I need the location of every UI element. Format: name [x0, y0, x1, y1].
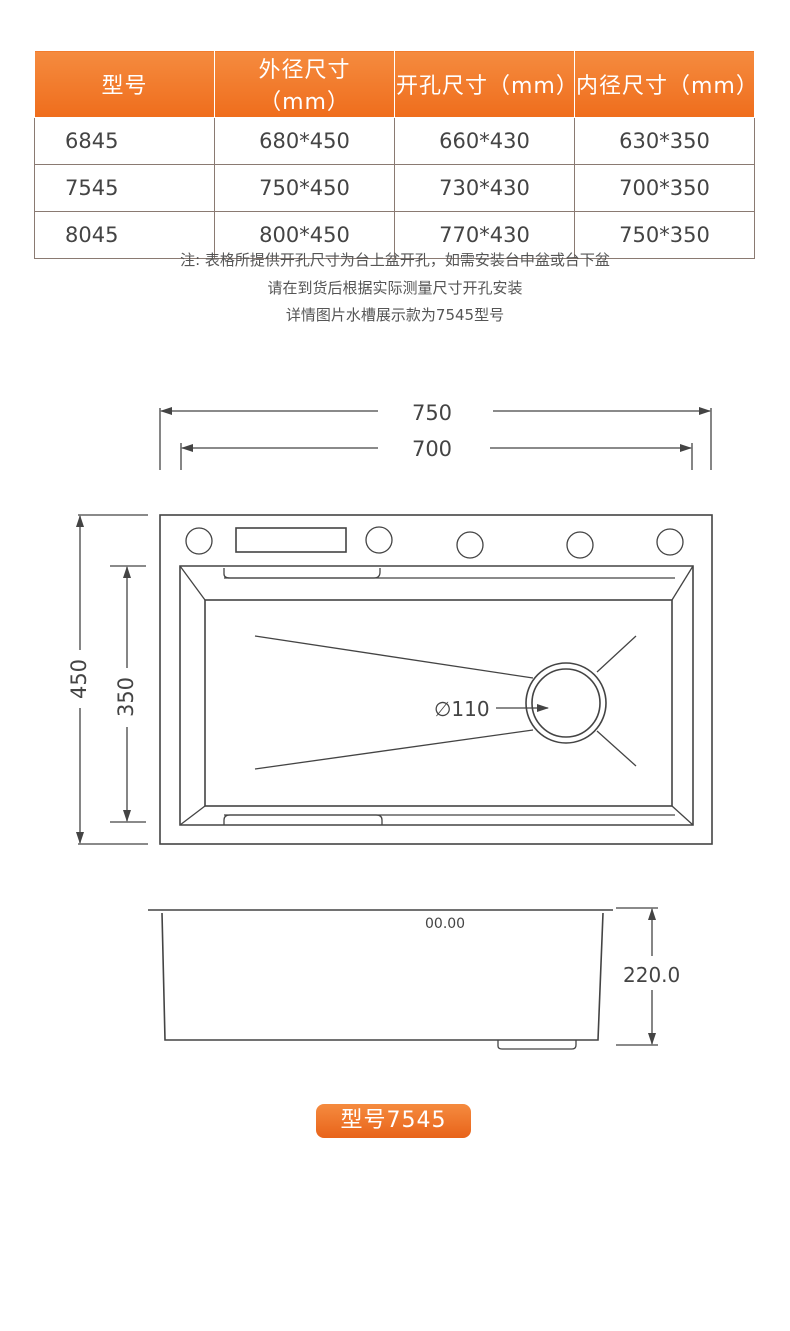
side-view-bowl: [161, 912, 604, 1041]
ledge-slot: [223, 814, 383, 825]
table-row: 6845 680*450 660*430 630*350: [34, 117, 755, 165]
slope-line: [254, 729, 534, 770]
cell-model: 8045: [34, 211, 215, 259]
cell-outer: 800*450: [214, 211, 395, 259]
faucet-hole: [456, 531, 484, 559]
cell-cutout: 730*430: [394, 164, 575, 212]
note-line-2: 请在到货后根据实际测量尺寸开孔安装: [267, 279, 523, 297]
table-row: 8045 800*450 770*430 750*350: [34, 211, 755, 259]
faucet-hole: [656, 528, 684, 556]
header-outer-size: 外径尺寸 （mm）: [214, 50, 395, 118]
bowl-floor: [204, 599, 673, 807]
bowl-rim: [179, 565, 694, 826]
side-mark-label: 00.00: [425, 916, 465, 932]
cell-outer: 750*450: [214, 164, 395, 212]
slope-line: [596, 730, 637, 767]
drain-outer-ring: [525, 662, 607, 744]
cell-cutout: 770*430: [394, 211, 575, 259]
outer-width-label: 750: [412, 401, 452, 425]
inner-depth-label: 350: [114, 677, 138, 717]
slope-line: [596, 635, 637, 673]
cell-inner: 700*350: [574, 164, 755, 212]
note-line-1: 注: 表格所提供开孔尺寸为台上盆开孔，如需安装台中盆或台下盆: [180, 251, 610, 269]
drain-inner-ring: [531, 668, 601, 738]
cell-inner: 750*350: [574, 211, 755, 259]
bowl-corner-line: [179, 565, 206, 601]
table-header-row: 型号 外径尺寸 （mm） 开孔尺寸（mm） 内径尺寸（mm）: [34, 50, 758, 118]
sink-outer-outline: [159, 514, 713, 845]
bowl-corner-line: [179, 805, 206, 826]
drain-diameter-label: ∅110: [434, 697, 490, 721]
faucet-hole: [185, 527, 213, 555]
control-panel: [235, 527, 347, 553]
spec-table: 型号 外径尺寸 （mm） 开孔尺寸（mm） 内径尺寸（mm） 6845 680*…: [34, 50, 758, 259]
header-model: 型号: [34, 50, 215, 118]
outer-depth-label: 450: [67, 659, 91, 699]
model-badge: 型号7545: [316, 1104, 471, 1138]
bowl-corner-line: [671, 565, 694, 601]
faucet-hole: [566, 531, 594, 559]
bowl-depth-label: 220.0: [623, 963, 680, 987]
header-cutout-size: 开孔尺寸（mm）: [394, 50, 578, 118]
faucet-hole: [365, 526, 393, 554]
side-view-drain: [497, 1040, 577, 1050]
bowl-corner-line: [671, 805, 694, 826]
cell-outer: 680*450: [214, 117, 395, 165]
ledge-slot: [223, 568, 381, 579]
inner-width-label: 700: [412, 437, 452, 461]
note-line-3: 详情图片水槽展示款为7545型号: [285, 306, 505, 324]
slope-line: [254, 635, 534, 679]
cell-inner: 630*350: [574, 117, 755, 165]
